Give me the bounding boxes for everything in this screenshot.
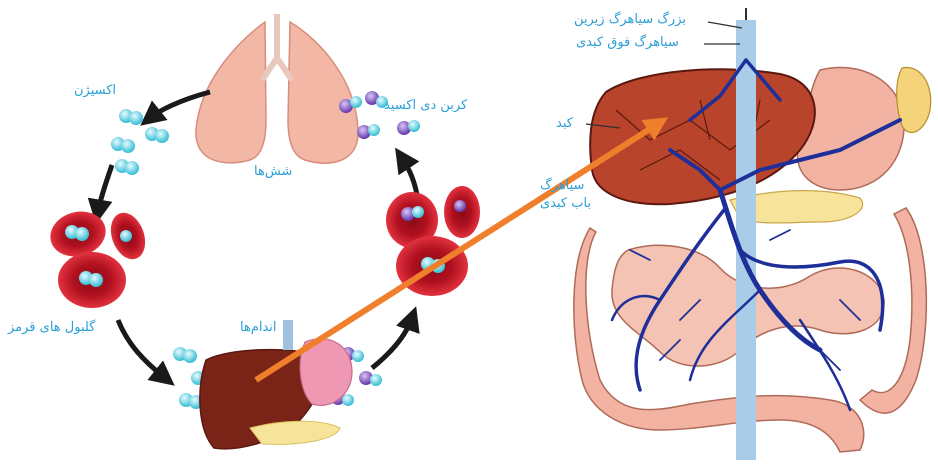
inferior-vena-cava (736, 8, 756, 460)
label-portal-vein-line1: سیاهرگ (540, 178, 584, 193)
organs-cluster (200, 320, 352, 449)
red-blood-cells (45, 186, 480, 308)
lungs (196, 14, 358, 163)
label-liver: کبد (556, 116, 573, 131)
label-carbon-dioxide: کربن دی اکسید (384, 98, 467, 113)
label-lungs: شش‌ها (254, 164, 292, 179)
rbc-5 (444, 186, 480, 238)
label-hepatic-vein: سیاهرگ فوق کبدی (576, 35, 679, 50)
label-portal-vein-line2: باب کبدی (540, 196, 591, 211)
label-inferior-vena-cava: بزرگ سیاهرگ زیرین (574, 12, 686, 27)
label-oxygen: اکسیژن (74, 83, 116, 98)
label-organs: اندام‌ها (240, 320, 277, 335)
label-red-blood-cells: گلبول های قرمز (8, 320, 95, 335)
